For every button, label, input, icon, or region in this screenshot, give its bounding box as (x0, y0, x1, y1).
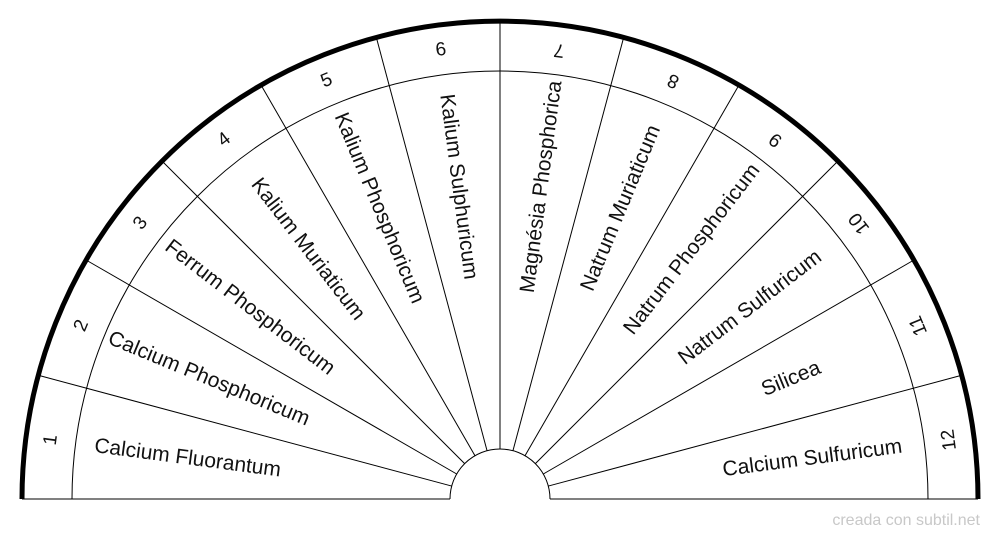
segment-number: 9 (765, 128, 786, 151)
divider-line (512, 37, 625, 451)
segment-number: 5 (318, 69, 336, 92)
segment-label: Magnésia Phosphorica (516, 79, 567, 294)
credit-text[interactable]: creada con subtil.net (832, 512, 980, 529)
segment-label: Silicea (758, 356, 824, 401)
divider-line (548, 374, 962, 487)
segment-number: 7 (553, 39, 566, 61)
segment-number: 10 (845, 208, 875, 238)
chart-lines (19, 18, 981, 500)
segment-label: Kalium Sulphuricum (435, 93, 482, 281)
divider-line (375, 37, 488, 451)
divider-line (543, 259, 915, 475)
segment-number: 6 (434, 39, 447, 61)
segment-number: 2 (70, 317, 93, 335)
divider-line (38, 374, 452, 487)
divider-line (535, 160, 839, 464)
divider-line (524, 84, 740, 456)
segment-label: Calcium Fluorantum (93, 434, 282, 481)
segment-number: 4 (214, 128, 236, 151)
hub-arc (449, 448, 551, 500)
divider-line (161, 160, 465, 464)
divider-line (85, 259, 457, 475)
segment[interactable]: 12 Calcium Sulfuricum (721, 428, 961, 481)
divider-line (260, 84, 476, 456)
segment-number: 11 (905, 313, 932, 339)
segment-label: Kalium Muriaticum (247, 174, 370, 325)
segment-label: Natrum Sulfuricum (674, 245, 826, 369)
segment-number: 1 (40, 433, 62, 446)
segment-number: 8 (664, 69, 682, 92)
segment-label: Calcium Sulfuricum (721, 435, 903, 481)
segment-number: 3 (129, 213, 152, 234)
segment-label: Natrum Muriaticum (576, 122, 665, 295)
segment-number: 12 (937, 428, 961, 452)
